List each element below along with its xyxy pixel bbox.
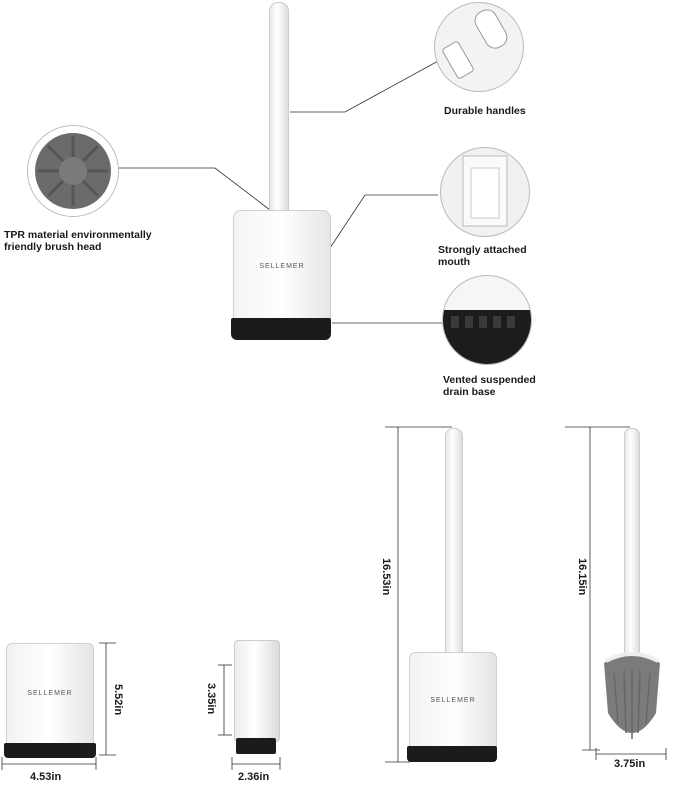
drain-base [4,743,96,758]
brush-head-circle [27,125,119,217]
brand-logo: SELLEMER [430,697,476,704]
dim-full-height: 16.53in [380,558,392,596]
handle-detail-circle [434,2,524,92]
base-foot [236,738,276,754]
label-brush-head: TPR material environmentally friendly br… [4,229,152,253]
drain-base [407,746,497,762]
mouth-detail-circle [440,147,530,237]
dim-base-height: 3.35in [205,683,217,715]
mouth-icon [462,155,508,227]
base-detail-circle [442,275,532,365]
dim-base-width: 2.36in [238,771,270,783]
base-dimension-view [232,640,280,758]
brand-logo: SELLEMER [27,690,73,697]
main-product: SELLEMER [225,2,340,342]
label-durable-handles: Durable handles [444,105,526,117]
base-cylinder [234,640,280,742]
brush-handle [269,2,289,219]
brush-handle [445,428,463,660]
drain-base [231,318,331,340]
handle-joint-icon [442,9,508,79]
brand-logo: SELLEMER [259,263,305,270]
dim-holder-width: 4.53in [30,771,62,783]
dim-brush-width: 3.75in [614,758,646,770]
dim-brush-height: 16.15in [576,558,588,596]
bristles-icon [35,133,111,209]
assembly-dimension-view: SELLEMER [407,428,499,764]
dim-holder-height: 5.52in [112,684,124,716]
vent-icon [443,310,531,364]
brush-head-icon [604,652,660,739]
label-mouth: Strongly attached mouth [438,244,527,268]
holder-body: SELLEMER [409,652,497,750]
label-drain-base: Vented suspended drain base [443,374,536,398]
holder-body: SELLEMER [233,210,331,322]
holder-dimension-view: SELLEMER [4,643,96,759]
brush-dimension-view [596,428,668,750]
holder-body: SELLEMER [6,643,94,745]
brush-handle [624,428,640,655]
